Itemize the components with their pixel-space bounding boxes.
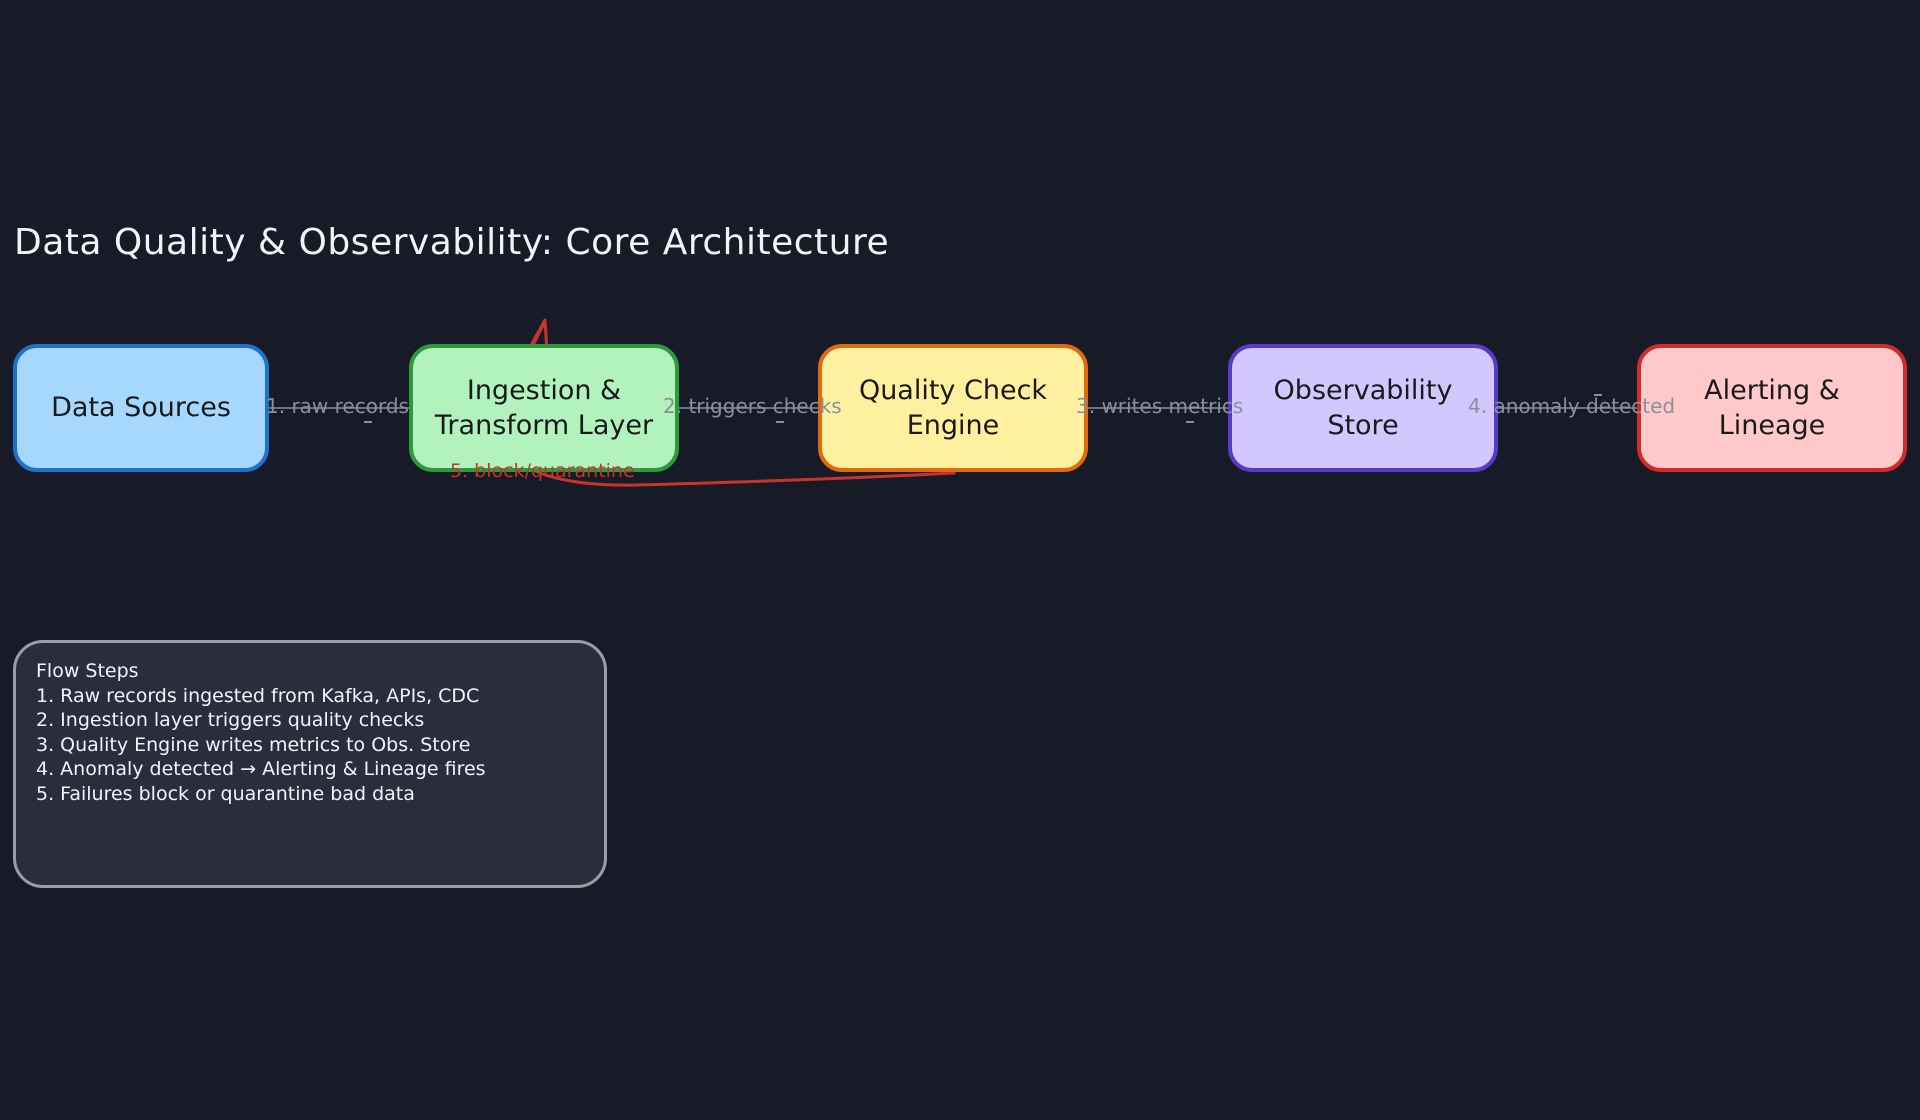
flow-step: 5. Failures block or quarantine bad data <box>36 782 415 805</box>
node-data-sources-label: Data Sources <box>51 392 231 424</box>
node-quality-check-engine[interactable]: Quality Check Engine <box>818 344 1088 472</box>
flow-step: 3. Quality Engine writes metrics to Obs.… <box>36 733 471 756</box>
feedback-edge-label: 5. block/quarantine <box>450 460 635 482</box>
feedback-arrowhead <box>528 318 549 354</box>
edge-3-label: 3. writes metrics <box>1076 394 1244 418</box>
flow-steps-box: Flow Steps 1. Raw records ingested from … <box>13 640 607 888</box>
edge-1-label: 1. raw records <box>266 394 409 418</box>
node-observability-store[interactable]: Observability Store <box>1228 344 1498 472</box>
edge-2-label: 2. triggers checks <box>663 394 842 418</box>
flow-step: 1. Raw records ingested from Kafka, APIs… <box>36 684 480 707</box>
diagram-title: Data Quality & Observability: Core Archi… <box>14 222 890 263</box>
flow-steps-heading: Flow Steps <box>36 660 139 682</box>
flow-step: 4. Anomaly detected → Alerting & Lineage… <box>36 758 486 780</box>
flow-step: 2. Ingestion layer triggers quality chec… <box>36 709 425 731</box>
node-alerting-lineage[interactable]: Alerting & Lineage <box>1637 344 1907 472</box>
node-ingestion-transform[interactable]: Ingestion & Transform Layer <box>409 344 679 472</box>
node-data-sources[interactable]: Data Sources <box>13 344 269 472</box>
node-ingestion-label: Ingestion & Transform Layer <box>434 374 654 441</box>
edge-4-label: 4. anomaly detected <box>1468 394 1676 418</box>
node-quality-engine-label: Quality Check Engine <box>858 374 1048 441</box>
node-alerting-label: Alerting & Lineage <box>1704 374 1840 441</box>
node-obs-store-label: Observability Store <box>1273 374 1453 441</box>
